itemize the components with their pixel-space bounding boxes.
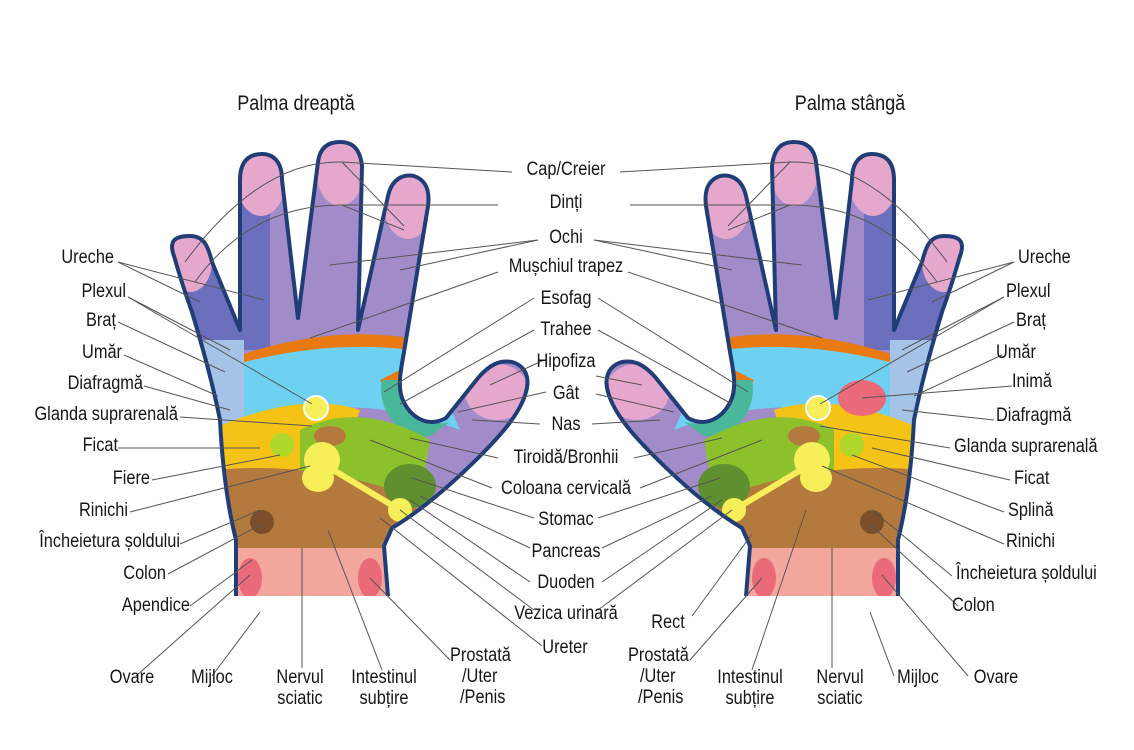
- left-label-sciatic: sciatic: [817, 688, 863, 709]
- left-label-splina: Splină: [1008, 500, 1054, 521]
- label-tiroida-bronhii: Tiroidă/Bronhii: [513, 447, 619, 468]
- left-label-ureche: Ureche: [1018, 247, 1071, 268]
- left-label-prostata: Prostată: [628, 645, 689, 666]
- left-palm-title: Palma stângă: [794, 92, 906, 115]
- right-label-ovare: Ovare: [109, 667, 155, 688]
- right-label-umar: Umăr: [82, 342, 122, 363]
- left-label-inima: Inimă: [1012, 371, 1052, 392]
- left-label-rinichi: Rinichi: [1006, 531, 1056, 552]
- left-label-subtire: subțire: [725, 688, 775, 709]
- right-label-diafragma: Diafragmă: [67, 373, 143, 394]
- right-label-colon: Colon: [123, 563, 166, 584]
- label-nas: Nas: [551, 414, 581, 435]
- left-label-glanda-suprarenala: Glanda suprarenală: [954, 436, 1098, 457]
- right-label-prostata: Prostată: [450, 645, 511, 666]
- label-dinti: Dinți: [549, 192, 583, 213]
- label-duoden: Duoden: [537, 572, 595, 593]
- right-label-apendice: Apendice: [121, 595, 190, 616]
- right-label-intestinul: Intestinul: [351, 667, 417, 688]
- label-pancreas: Pancreas: [531, 541, 601, 562]
- right-label-plexul: Plexul: [81, 281, 126, 302]
- right-label-sciatic: sciatic: [277, 688, 323, 709]
- left-label-intestinul: Intestinul: [717, 667, 783, 688]
- label-cap-creier: Cap/Creier: [526, 159, 606, 180]
- left-label-nervul: Nervul: [816, 667, 864, 688]
- label-vezica-urinara: Vezica urinară: [514, 603, 618, 624]
- left-label-mijloc: Mijloc: [897, 667, 939, 688]
- leader-lines: [117, 161, 1015, 677]
- left-label-incheietura-soldului: Încheietura șoldului: [956, 563, 1097, 584]
- right-label-subtire: subțire: [359, 688, 409, 709]
- right-label-brat: Braț: [86, 310, 116, 331]
- right-label-penis: /Penis: [460, 687, 506, 708]
- right-label-mijloc: Mijloc: [191, 667, 233, 688]
- right-label-fiere: Fiere: [112, 468, 150, 489]
- right-label-ficat: Ficat: [82, 435, 118, 456]
- label-hipofiza: Hipofiza: [536, 351, 596, 372]
- left-label-ficat: Ficat: [1014, 468, 1050, 489]
- left-label-uter: /Uter: [640, 666, 676, 687]
- left-label-umar: Umăr: [996, 342, 1036, 363]
- label-ureter: Ureter: [542, 637, 588, 658]
- label-ochi: Ochi: [549, 227, 583, 248]
- left-label-penis: /Penis: [638, 687, 684, 708]
- label-stomac: Stomac: [538, 509, 594, 530]
- label-muschiul-trapez: Mușchiul trapez: [508, 256, 624, 277]
- label-rect: Rect: [651, 612, 685, 633]
- right-label-incheietura-soldului: Încheietura șoldului: [39, 531, 180, 552]
- right-label-rinichi: Rinichi: [78, 500, 128, 521]
- right-palm-title: Palma dreaptă: [237, 92, 355, 115]
- left-label-diafragma: Diafragmă: [996, 405, 1072, 426]
- label-esofag: Esofag: [540, 288, 592, 309]
- right-label-glanda-suprarenala: Glanda suprarenală: [34, 404, 178, 425]
- label-coloana-cervicala: Coloana cervicală: [501, 478, 631, 499]
- left-label-colon: Colon: [952, 595, 995, 616]
- right-label-ureche: Ureche: [61, 247, 114, 268]
- right-label-uter: /Uter: [462, 666, 498, 687]
- left-label-brat: Braț: [1016, 310, 1046, 331]
- label-gat: Gât: [552, 383, 580, 404]
- label-trahee: Trahee: [540, 319, 592, 340]
- left-label-plexul: Plexul: [1006, 281, 1051, 302]
- left-label-ovare: Ovare: [973, 667, 1019, 688]
- right-label-nervul: Nervul: [276, 667, 324, 688]
